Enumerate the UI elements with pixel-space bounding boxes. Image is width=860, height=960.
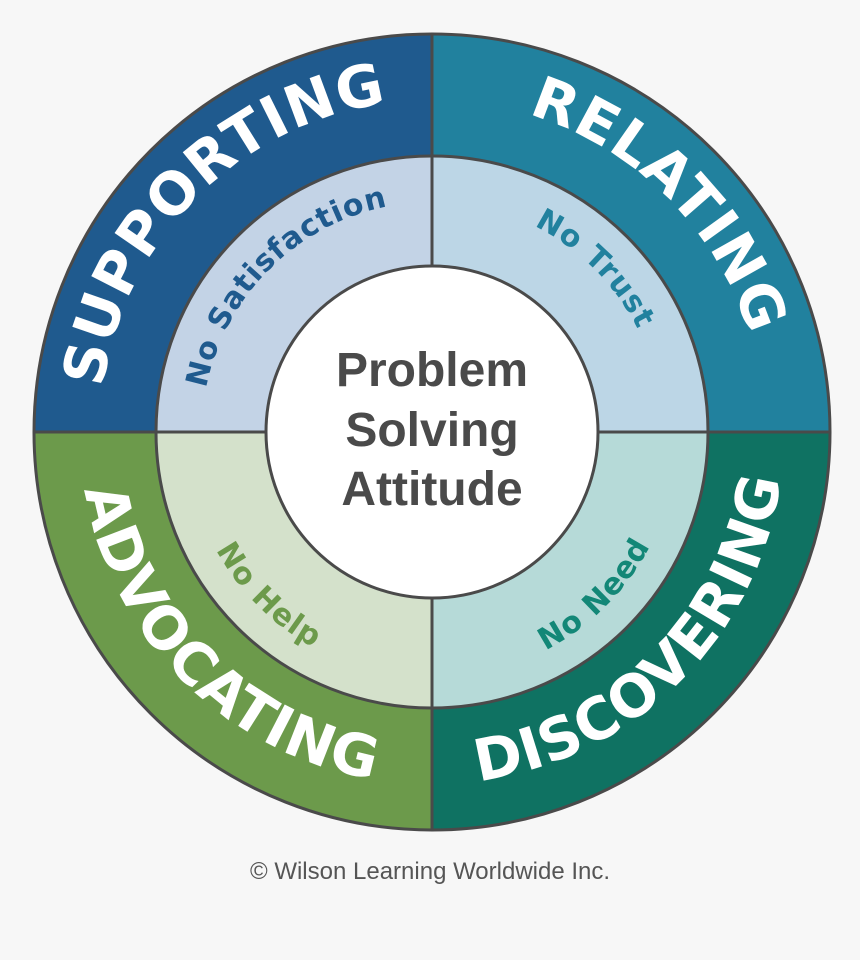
inner-segment-discovering xyxy=(432,432,708,708)
center-line-2: Solving xyxy=(345,404,518,457)
outer-segment-advocating xyxy=(34,432,432,830)
inner-segment-advocating xyxy=(156,432,432,708)
inner-segment-supporting xyxy=(156,156,432,432)
outer-segment-relating xyxy=(432,34,830,432)
outer-segment-discovering xyxy=(432,432,830,830)
copyright-footer: © Wilson Learning Worldwide Inc. xyxy=(249,858,611,885)
center-line-1: Problem xyxy=(336,344,528,397)
center-circle xyxy=(264,264,600,600)
inner-segment-relating xyxy=(432,156,708,432)
center-line-3: Attitude xyxy=(341,463,522,516)
outer-segment-supporting xyxy=(34,34,432,432)
